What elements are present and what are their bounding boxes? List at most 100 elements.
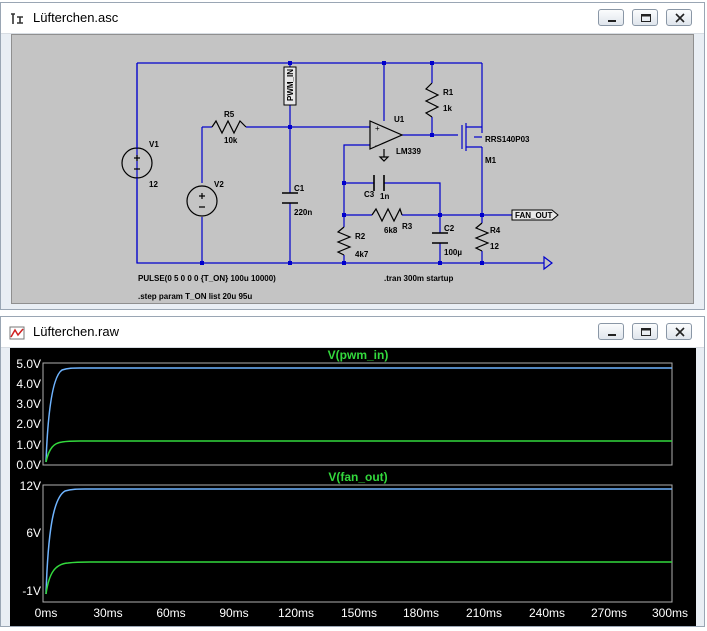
restore-button[interactable] xyxy=(632,323,658,340)
close-icon xyxy=(675,327,685,337)
plot2-ytick: -1V xyxy=(22,584,41,598)
r2-value: 4k7 xyxy=(355,250,369,259)
u1-model: LM339 xyxy=(396,147,421,156)
r2-label: R2 xyxy=(355,232,366,241)
plot2-trace-a[interactable] xyxy=(45,488,672,595)
c3-value: 1n xyxy=(380,192,389,201)
waveform-window: Lüfterchen.raw V(pwm_in) 5.0V 4.0V 3.0V … xyxy=(0,316,705,627)
minimize-icon xyxy=(608,334,616,336)
r4-value: 12 xyxy=(490,242,499,251)
r1-label: R1 xyxy=(443,88,454,97)
plot1-trace-a[interactable] xyxy=(45,367,672,463)
r3-resistor[interactable] xyxy=(371,207,403,223)
c2-label: C2 xyxy=(444,224,455,233)
plot1-title: V(pwm_in) xyxy=(328,348,389,362)
r1-value: 1k xyxy=(443,104,452,113)
schematic-app-icon xyxy=(11,13,23,24)
waveform-app-icon xyxy=(9,326,25,340)
v1-label: V1 xyxy=(149,140,159,149)
x-tick: 30ms xyxy=(93,606,122,620)
c3-label: C3 xyxy=(364,190,375,199)
c1-label: C1 xyxy=(294,184,305,193)
waveform-plots: V(pwm_in) 5.0V 4.0V 3.0V 2.0V 1.0V 0.0V … xyxy=(16,348,688,620)
waveform-canvas[interactable]: V(pwm_in) 5.0V 4.0V 3.0V 2.0V 1.0V 0.0V … xyxy=(10,348,696,626)
plot1-ytick: 5.0V xyxy=(16,357,41,371)
plot1-ytick: 3.0V xyxy=(16,397,41,411)
plot2-title: V(fan_out) xyxy=(328,470,387,484)
pwm-in-net-label[interactable] xyxy=(283,66,297,106)
u1-plus-sign: + xyxy=(375,124,380,133)
plot1-frame[interactable] xyxy=(42,362,673,466)
r4-label: R4 xyxy=(490,226,501,235)
x-tick: 210ms xyxy=(466,606,502,620)
u1-minus-sign: - xyxy=(375,141,378,150)
schematic-drawing: V1 12 V2 R5 10k PWM_IN C1 220n U1 LM339 … xyxy=(121,61,559,301)
c2-capacitor[interactable] xyxy=(432,232,448,244)
v1-value: 12 xyxy=(149,180,158,189)
x-tick: 120ms xyxy=(278,606,314,620)
plot2-y-ticks: 12V 6V -1V xyxy=(20,479,41,598)
m1-label: M1 xyxy=(485,156,497,165)
r2-resistor[interactable] xyxy=(336,226,352,256)
x-tick: 60ms xyxy=(156,606,185,620)
x-tick: 150ms xyxy=(341,606,377,620)
restore-icon xyxy=(641,14,651,22)
minimize-button[interactable] xyxy=(598,323,624,340)
x-tick: 90ms xyxy=(219,606,248,620)
fan-out-label: FAN_OUT xyxy=(515,211,552,220)
fan-out-net-label[interactable] xyxy=(511,209,559,221)
schematic-window-title: Lüfterchen.asc xyxy=(33,10,119,25)
waveform-titlebar[interactable]: Lüfterchen.raw xyxy=(1,317,704,348)
plot2-trace-b[interactable] xyxy=(45,561,672,595)
r3-label: R3 xyxy=(402,222,413,231)
v1-source[interactable] xyxy=(121,147,153,263)
x-tick: 300ms xyxy=(652,606,688,620)
step-directive[interactable]: .step param T_ON list 20u 95u xyxy=(138,292,252,301)
x-tick: 240ms xyxy=(529,606,565,620)
schematic-window: Lüfterchen.asc xyxy=(0,2,705,310)
close-button[interactable] xyxy=(666,323,692,340)
plot2-frame[interactable] xyxy=(42,484,673,603)
plot1-y-ticks: 5.0V 4.0V 3.0V 2.0V 1.0V 0.0V xyxy=(16,357,41,472)
r4-resistor[interactable] xyxy=(474,222,490,252)
r1-resistor[interactable] xyxy=(424,82,440,118)
c1-capacitor[interactable] xyxy=(282,192,298,204)
r5-label: R5 xyxy=(224,110,235,119)
r5-resistor[interactable] xyxy=(211,119,247,135)
v2-label: V2 xyxy=(214,180,224,189)
u1-comparator[interactable] xyxy=(369,120,404,162)
c1-value: 220n xyxy=(294,208,312,217)
close-icon xyxy=(675,13,685,23)
restore-button[interactable] xyxy=(632,9,658,26)
schematic-titlebar[interactable]: Lüfterchen.asc xyxy=(1,3,704,34)
u1-label: U1 xyxy=(394,115,405,124)
tran-directive[interactable]: .tran 300m startup xyxy=(384,274,453,283)
pwm-in-label: PWM_IN xyxy=(286,69,295,101)
close-button[interactable] xyxy=(666,9,692,26)
plot1-ytick: 2.0V xyxy=(16,417,41,431)
x-tick: 180ms xyxy=(403,606,439,620)
r5-value: 10k xyxy=(224,136,238,145)
c3-capacitor[interactable] xyxy=(373,175,385,191)
junction-dots xyxy=(200,61,484,265)
m1-model: RRS140P03 xyxy=(485,135,530,144)
plot1-trace-b[interactable] xyxy=(45,440,672,463)
x-tick: 0ms xyxy=(35,606,58,620)
waveform-window-title: Lüfterchen.raw xyxy=(33,324,119,339)
minimize-button[interactable] xyxy=(598,9,624,26)
pulse-directive[interactable]: PULSE(0 5 0 0 0 {T_ON} 100u 10000) xyxy=(138,274,276,283)
plot1-ytick: 1.0V xyxy=(16,438,41,452)
ground-arrow-icon xyxy=(543,255,553,271)
plot1-ytick: 4.0V xyxy=(16,377,41,391)
plot2-ytick: 6V xyxy=(26,526,41,540)
c2-value: 100µ xyxy=(444,248,462,257)
plot1-ytick: 0.0V xyxy=(16,458,41,472)
x-tick: 270ms xyxy=(591,606,627,620)
v2-source[interactable] xyxy=(186,185,218,217)
restore-icon xyxy=(641,328,651,336)
minimize-icon xyxy=(608,20,616,22)
x-axis-ticks: 0ms 30ms 60ms 90ms 120ms 150ms 180ms 210… xyxy=(35,606,688,620)
schematic-canvas[interactable]: V1 12 V2 R5 10k PWM_IN C1 220n U1 LM339 … xyxy=(11,34,694,304)
plot2-ytick: 12V xyxy=(20,479,41,493)
r3-value: 6k8 xyxy=(384,226,398,235)
